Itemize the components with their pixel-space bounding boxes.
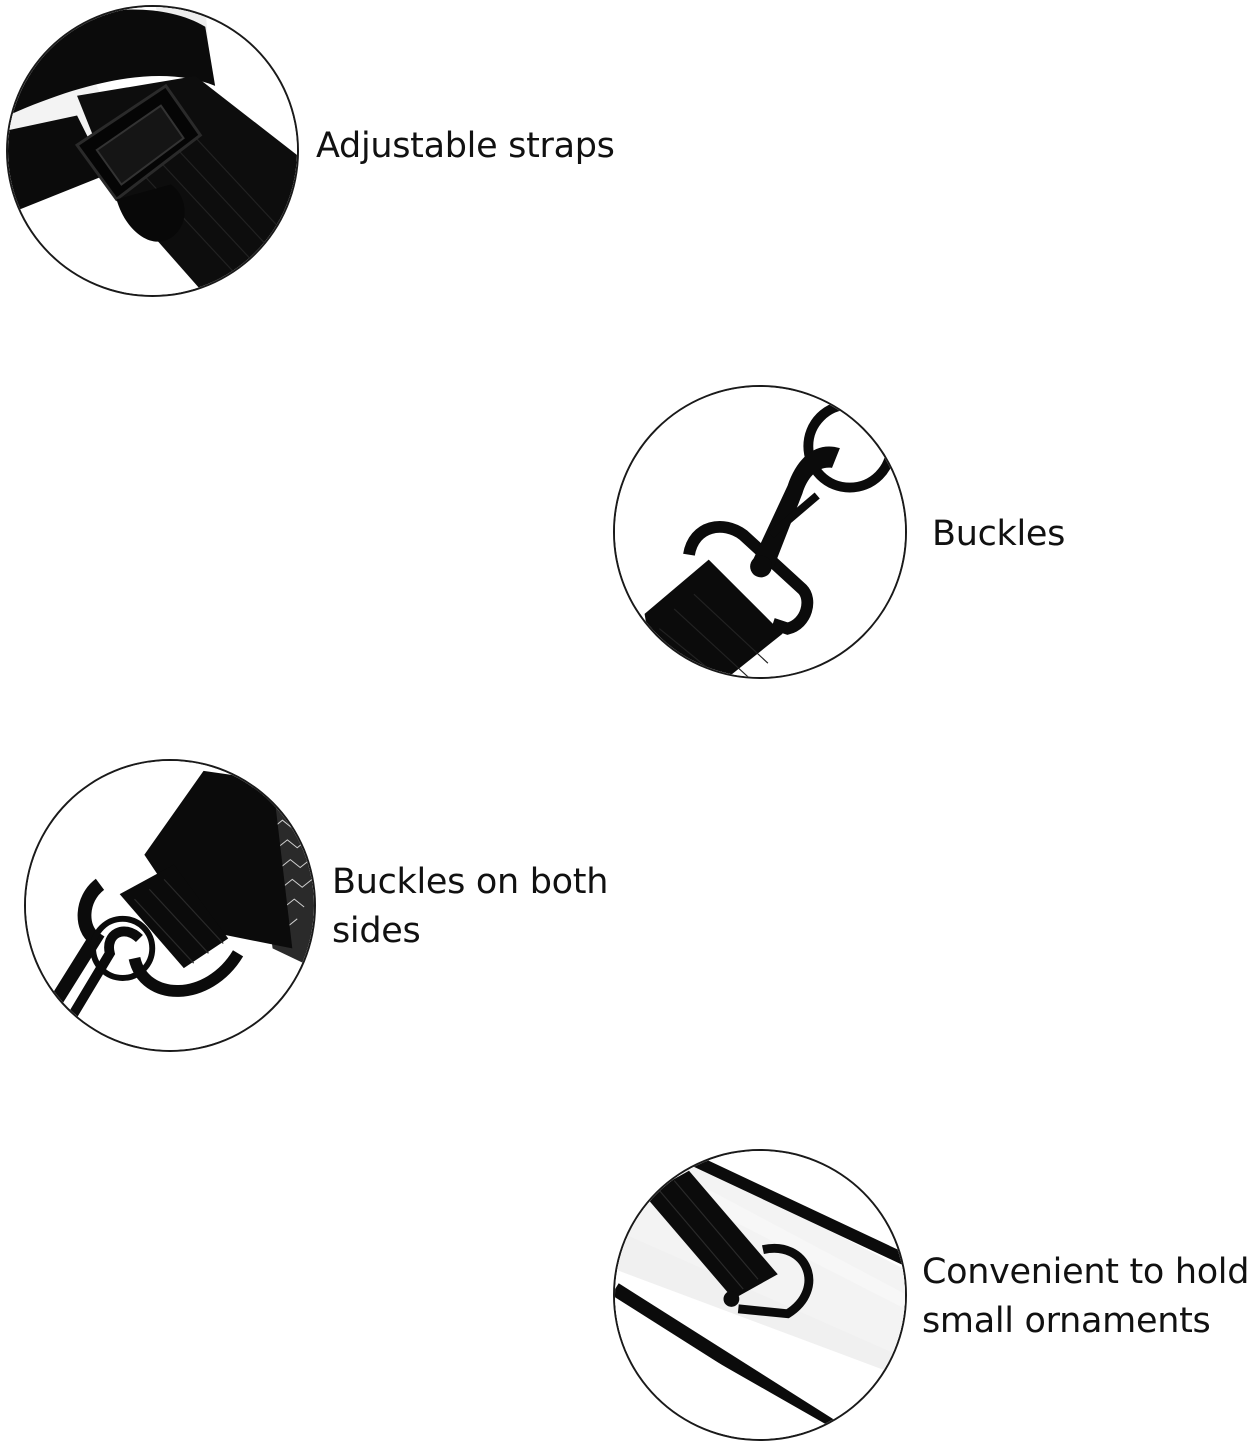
adjustable-straps-label: Adjustable straps (316, 122, 615, 171)
d-ring-loop-icon (613, 1149, 907, 1441)
buckles-label: Buckles (932, 510, 1065, 559)
feature-label-line: Buckles on both (332, 862, 609, 902)
feature-label-line: Adjustable straps (316, 126, 615, 166)
feature-label-line: Buckles (932, 514, 1066, 554)
strap-slider-icon (6, 5, 299, 297)
feature-label-line: small ornaments (922, 1301, 1211, 1341)
swivel-snap-hook-icon (613, 385, 907, 679)
buckles-both-sides-label: Buckles on both sides (332, 858, 608, 956)
feature-label-line: Convenient to hold (922, 1252, 1250, 1292)
feature-label-line: sides (332, 911, 421, 951)
d-ring-hook-icon (24, 759, 316, 1052)
hold-ornaments-label: Convenient to hold small ornaments (922, 1248, 1249, 1346)
